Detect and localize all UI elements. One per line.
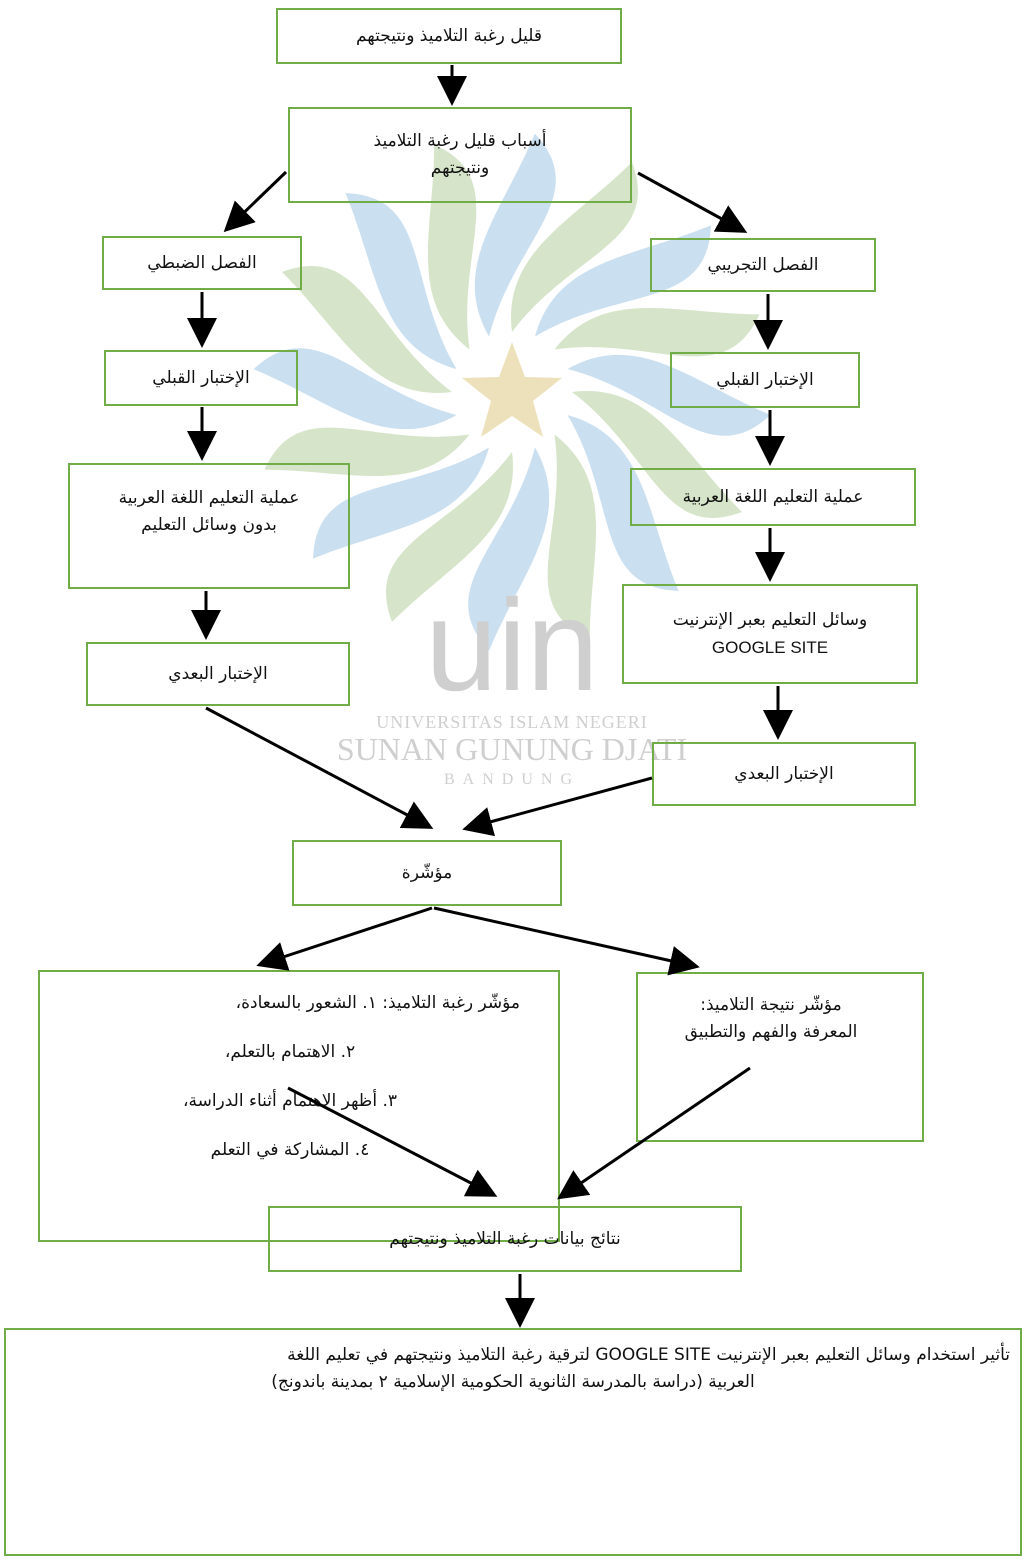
node-control-learning: عملية التعليم اللغة العربية بدون وسائل ا… [68,463,350,589]
node-low-interest: قليل رغبة التلاميذ ونتيجتهم [276,8,622,64]
arrow-causes-to-experimental [637,171,748,233]
watermark-petal [386,452,513,622]
watermark-petal [345,193,457,370]
node-control-posttest-label: الإختبار البعدي [168,663,268,684]
arrow-causes-to-control [223,170,288,233]
node-interest-indicators: مؤشّر رغبة التلاميذ: ١. الشعور بالسعادة،… [38,970,560,1242]
arrow-indicator-to-result [433,906,700,976]
watermark-line3: BANDUNG [444,771,580,788]
node-experimental-posttest-label: الإختبار البعدي [734,763,834,784]
interest-indicator-line-3: ٣. أظهر الاهتمام أثناء الدراسة، [182,1091,398,1111]
node-experimental-class-label: الفصل التجريبي [707,254,819,275]
node-causes-line1: أسباب قليل رغبة التلاميذ [373,131,547,151]
interest-indicator-line-4: ٤. المشاركة في التعلم [210,1140,370,1160]
watermark-petal [468,447,550,651]
watermark-petal [282,266,452,393]
node-indicator: مؤشّرة [292,840,562,906]
node-final: تأثير استخدام وسائل التعليم بعبر الإنترن… [4,1328,1022,1556]
node-causes-line2: ونتيجتهم [430,158,490,178]
node-indicator-label: مؤشّرة [401,862,453,883]
node-control-learning-line1: عملية التعليم اللغة العربية [118,488,300,508]
node-causes: أسباب قليل رغبة التلاميذ ونتيجتهم [288,107,632,203]
interest-indicator-line-1: مؤشّر رغبة التلاميذ: ١. الشعور بالسعادة، [235,993,520,1013]
node-control-class-label: الفصل الضبطي [147,252,257,273]
node-experimental-learning-label: عملية التعليم اللغة العربية [682,486,864,507]
node-control-pretest-label: الإختبار القبلي [152,367,250,388]
node-data-results-label: نتائج بيانات رغبة التلاميذ ونتيجتهم [389,1228,621,1249]
node-online-media-line1: وسائل التعليم بعبر الإنترنيت [672,610,868,630]
node-experimental-learning: عملية التعليم اللغة العربية [630,468,916,526]
result-indicator-line-1: مؤشّر نتيجة التلاميذ: [700,995,842,1015]
node-control-pretest: الإختبار القبلي [104,350,298,406]
result-indicator-line-2: المعرفة والفهم والتطبيق [684,1022,858,1042]
arrow-control-posttest-to-indicator [205,706,434,829]
node-online-media: وسائل التعليم بعبر الإنترنيت GOOGLE SITE [622,584,918,684]
node-control-posttest: الإختبار البعدي [86,642,350,706]
node-control-learning-line2: بدون وسائل التعليم [141,515,277,535]
interest-indicator-line-2: ٢. الاهتمام بالتعلم، [224,1042,356,1062]
node-result-indicators: مؤشّر نتيجة التلاميذ: المعرفة والفهم والت… [636,972,924,1142]
node-low-interest-label: قليل رغبة التلاميذ ونتيجتهم [355,25,543,46]
node-control-class: الفصل الضبطي [102,236,302,290]
node-experimental-pretest: الإختبار القبلي [670,352,860,408]
watermark-star-icon [462,342,562,437]
node-final-line2: العربية (دراسة بالمدرسة الثانوية الحكومي… [271,1372,755,1392]
node-final-line1: تأثير استخدام وسائل التعليم بعبر الإنترن… [287,1345,1010,1365]
node-experimental-pretest-label: الإختبار القبلي [716,369,814,390]
node-data-results: نتائج بيانات رغبة التلاميذ ونتيجتهم [268,1206,742,1272]
arrow-exp-posttest-to-indicator [462,776,653,837]
node-online-media-line2: GOOGLE SITE [711,638,829,657]
node-experimental-class: الفصل التجريبي [650,238,876,292]
watermark-logo-text: uin [425,572,598,718]
node-experimental-posttest: الإختبار البعدي [652,742,916,806]
arrow-indicator-to-interest [256,906,433,971]
watermark-line1: UNIVERSITAS ISLAM NEGERI [376,712,648,732]
watermark-line2: SUNAN GUNUNG DJATI [337,731,687,767]
